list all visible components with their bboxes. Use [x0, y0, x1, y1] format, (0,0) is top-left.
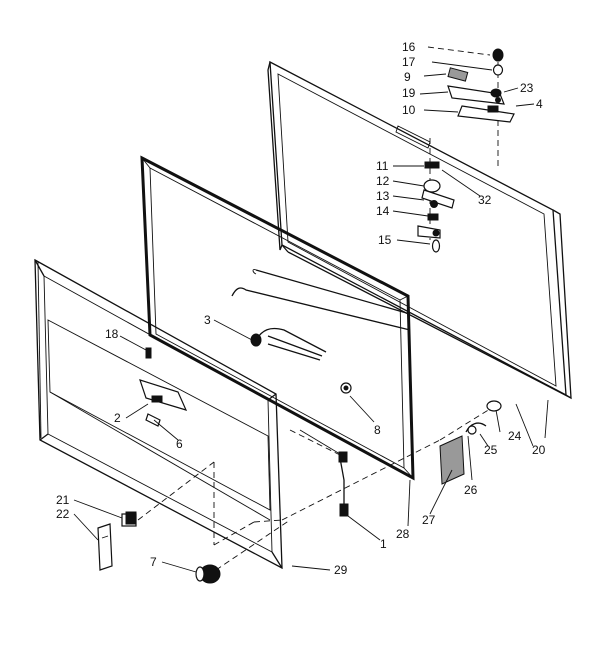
label-19: 19	[402, 86, 416, 100]
label-2: 2	[114, 411, 121, 425]
plug-part-7	[195, 564, 221, 584]
label-9: 9	[404, 70, 411, 84]
front-door-panel	[34, 258, 283, 570]
label-27: 27	[422, 513, 436, 527]
knob-part-8	[340, 382, 352, 394]
label-6: 6	[176, 437, 183, 451]
label-21: 21	[56, 493, 70, 507]
rear-door-panel	[267, 60, 572, 400]
bracket-parts-21-22	[97, 511, 137, 571]
latch-assembly	[447, 48, 515, 123]
label-18: 18	[105, 327, 119, 341]
label-7: 7	[150, 555, 157, 569]
lower-bracket-parts	[439, 400, 502, 485]
label-23: 23	[520, 81, 534, 95]
label-22: 22	[56, 507, 70, 521]
label-3: 3	[204, 313, 211, 327]
label-8: 8	[374, 423, 381, 437]
label-4: 4	[536, 97, 543, 111]
label-16: 16	[402, 40, 416, 54]
label-24: 24	[508, 429, 522, 443]
wire-harness-part-3	[250, 327, 327, 361]
label-14: 14	[376, 204, 390, 218]
seal-wire	[231, 269, 411, 331]
label-15: 15	[378, 233, 392, 247]
label-26: 26	[464, 483, 478, 497]
callout-labels: 16 17 9 19 10 23 4 11 12 13 14 15 32 3 1…	[56, 40, 546, 577]
label-17: 17	[402, 55, 416, 69]
door-glass-panel	[140, 155, 415, 481]
label-25: 25	[484, 443, 498, 457]
front-panel-fittings	[139, 347, 188, 427]
label-11: 11	[376, 159, 389, 173]
alignment-lines	[137, 62, 499, 571]
label-13: 13	[376, 189, 390, 203]
label-20: 20	[532, 443, 546, 457]
label-32: 32	[478, 193, 492, 207]
hinge-assembly	[417, 161, 455, 253]
lamp-cord-part-1	[299, 429, 349, 517]
label-1: 1	[380, 537, 387, 551]
label-29: 29	[334, 563, 348, 577]
label-12: 12	[376, 174, 390, 188]
label-10: 10	[402, 103, 416, 117]
label-28: 28	[396, 527, 410, 541]
leader-lines	[73, 46, 549, 573]
